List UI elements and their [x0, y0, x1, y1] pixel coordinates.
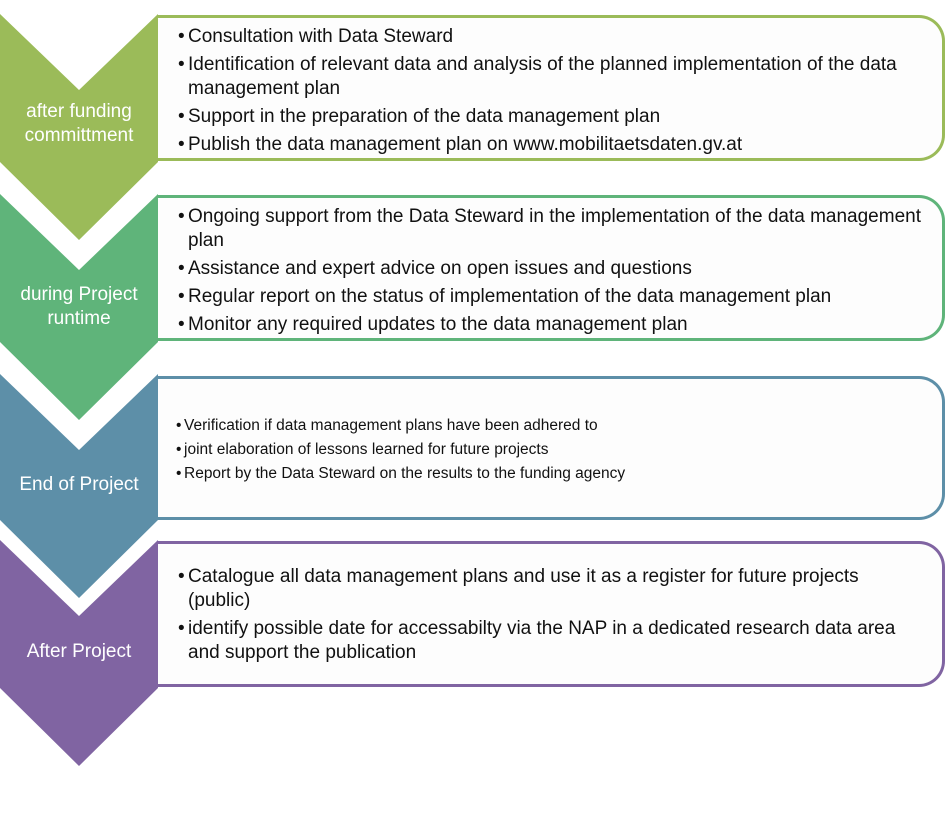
list-item: •Catalogue all data management plans and…: [178, 566, 859, 611]
stage-4-label-text: After Project: [0, 640, 158, 664]
stage-2-chevron: [0, 194, 158, 420]
stage-4-box: •Catalogue all data management plans and…: [158, 541, 945, 687]
stage-2-label-text: during Project runtime: [0, 283, 158, 331]
stage-label-line: runtime: [47, 308, 111, 329]
list-item: •Publish the data management plan on www…: [178, 134, 743, 155]
stage-label-line: End of Project: [19, 474, 139, 495]
stage-3-chevron: [0, 374, 158, 598]
stage-4-chevron: [0, 540, 158, 766]
list-item: •Assistance and expert advice on open is…: [178, 258, 692, 279]
list-item: •Report by the Data Steward on the resul…: [176, 465, 626, 482]
stage-3-label: End of Project: [0, 473, 158, 497]
stage-label-line: After Project: [26, 641, 132, 662]
list-item: •Consultation with Data Steward: [178, 26, 454, 47]
stage-3-box: •Verification if data management plans h…: [158, 376, 945, 520]
stage-4-list: •Catalogue all data management plans and…: [168, 565, 922, 665]
stage-1-label: after funding committment: [0, 100, 158, 148]
stage-1-list: •Consultation with Data Steward •Identif…: [168, 25, 922, 157]
stage-label-line: during Project: [20, 284, 138, 305]
list-item: •Regular report on the status of impleme…: [178, 286, 832, 307]
stage-4-label: After Project: [0, 640, 158, 664]
stage-label-line: after funding: [26, 101, 132, 122]
list-item: •Support in the preparation of the data …: [178, 106, 661, 127]
stage-2-box: •Ongoing support from the Data Steward i…: [158, 195, 945, 341]
list-item: •identify possible date for accessabilty…: [178, 618, 896, 663]
stage-3-list: •Verification if data management plans h…: [168, 415, 922, 485]
stage-1-box: •Consultation with Data Steward •Identif…: [158, 15, 945, 161]
stage-2-label: during Project runtime: [0, 283, 158, 331]
list-item: •Identification of relevant data and ana…: [178, 54, 897, 99]
stage-label-line: committment: [24, 125, 134, 146]
list-item: •Ongoing support from the Data Steward i…: [178, 206, 921, 251]
stage-2-list: •Ongoing support from the Data Steward i…: [168, 205, 922, 337]
list-item: •joint elaboration of lessons learned fo…: [176, 441, 549, 458]
list-item: •Verification if data management plans h…: [176, 417, 598, 434]
stage-3-label-text: End of Project: [0, 473, 158, 497]
stage-1-label-text: after funding committment: [0, 100, 158, 148]
list-item: •Monitor any required updates to the dat…: [178, 314, 688, 335]
stage-1-chevron: [0, 14, 158, 240]
